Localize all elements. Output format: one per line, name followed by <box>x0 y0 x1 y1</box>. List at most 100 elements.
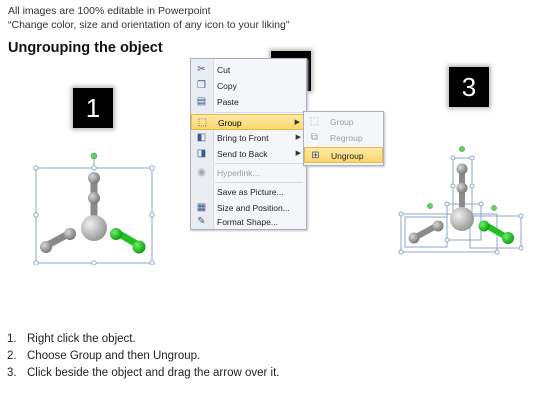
step-text: Click beside the object and drag the arr… <box>27 367 280 379</box>
group-icon: ⬚ <box>197 117 208 128</box>
molecule-grouped[interactable] <box>30 150 160 265</box>
copy-icon: ❐ <box>197 80 206 91</box>
scissors-icon: ✂ <box>197 64 206 75</box>
send-to-back-icon: ◨ <box>196 148 207 159</box>
submenu-item-label: Ungroup <box>331 151 364 161</box>
atom-left-mid <box>64 228 76 240</box>
menu-item-send-to-back[interactable]: ◨ Send to Back ▶ <box>191 146 306 162</box>
bring-to-front-icon: ◧ <box>196 132 207 143</box>
hyperlink-icon: ◉ <box>197 167 206 178</box>
atom-center <box>81 215 107 241</box>
atom-green <box>132 240 146 254</box>
context-menu: ✂ Cut ❐ Copy ▤ Paste ⬚ Group ▶ ◧ Bring t… <box>190 58 307 230</box>
rotation-handle[interactable] <box>459 146 465 152</box>
submenu-item-ungroup[interactable]: ⊞ Ungroup <box>304 147 383 163</box>
step-text: Choose Group and then Ungroup. <box>27 350 201 362</box>
menu-item-format-shape[interactable]: ✎ Format Shape... <box>191 214 306 230</box>
resize-handle[interactable] <box>149 260 155 265</box>
ungroup-icon: ⊞ <box>311 150 320 161</box>
menu-item-label: Hyperlink... <box>217 168 260 178</box>
size-position-icon: ▦ <box>196 202 207 213</box>
submenu-item-regroup: ⧉ Regroup <box>304 130 383 146</box>
submenu-item-label: Regroup <box>330 133 363 143</box>
submenu-item-label: Group <box>330 117 354 127</box>
menu-item-label: Cut <box>217 65 231 75</box>
submenu-arrow-icon: ▶ <box>295 134 301 141</box>
header-line-1: All images are 100% editable in Powerpoi… <box>8 5 211 17</box>
step-1: 1.Right click the object. <box>7 331 280 348</box>
resize-handle[interactable] <box>469 183 475 189</box>
submenu-arrow-icon: ▶ <box>294 119 300 126</box>
instruction-steps: 1.Right click the object. 2. Choose Group… <box>7 331 280 382</box>
atom-green-mid <box>478 220 490 232</box>
resize-handle[interactable] <box>91 165 97 171</box>
resize-handle[interactable] <box>149 165 155 171</box>
menu-item-group[interactable]: ⬚ Group ▶ <box>191 114 306 130</box>
menu-item-paste[interactable]: ▤ Paste <box>191 94 306 110</box>
resize-handle[interactable] <box>494 249 500 255</box>
group-submenu: ⬚ Group ⧉ Regroup ⊞ Ungroup <box>303 111 384 166</box>
step-2: 2. Choose Group and then Ungroup. <box>7 348 280 365</box>
resize-handle[interactable] <box>33 212 39 218</box>
context-menu-icon-gutter <box>191 59 214 229</box>
molecule-ungrouped[interactable] <box>398 146 526 258</box>
step-number: 3. <box>7 367 17 379</box>
step-badge-1: 1 <box>73 88 113 128</box>
submenu-item-group: ⬚ Group <box>304 114 383 130</box>
resize-handle[interactable] <box>469 155 475 161</box>
rotation-handle[interactable] <box>90 152 98 160</box>
menu-item-copy[interactable]: ❐ Copy <box>191 78 306 94</box>
menu-item-hyperlink: ◉ Hyperlink... <box>191 165 306 181</box>
resize-handle[interactable] <box>518 213 524 219</box>
regroup-icon: ⧉ <box>310 132 319 143</box>
atom-center <box>450 207 474 231</box>
menu-item-label: Size and Position... <box>217 203 290 213</box>
resize-handle[interactable] <box>398 211 404 217</box>
resize-handle[interactable] <box>518 245 524 251</box>
atom-left <box>40 241 52 253</box>
atom-left-mid <box>432 220 444 232</box>
menu-item-label: Paste <box>217 97 239 107</box>
atom-top-mid <box>456 182 468 194</box>
menu-item-label: Copy <box>217 81 237 91</box>
atom-green <box>502 232 514 244</box>
step-number: 1. <box>7 333 17 345</box>
step-3: 3. Click beside the object and drag the a… <box>7 365 280 382</box>
selection-box-green-bond <box>469 215 522 249</box>
resize-handle[interactable] <box>478 201 484 207</box>
menu-item-label: Bring to Front <box>217 133 269 143</box>
resize-handle[interactable] <box>33 165 39 171</box>
menu-item-label: Send to Back <box>217 149 268 159</box>
rotation-handle[interactable] <box>427 203 433 209</box>
menu-item-label: Format Shape... <box>217 217 278 227</box>
resize-handle[interactable] <box>444 201 450 207</box>
atom-top <box>88 172 100 184</box>
resize-handle[interactable] <box>450 183 456 189</box>
menu-item-size-and-position[interactable]: ▦ Size and Position... <box>191 200 306 216</box>
resize-handle[interactable] <box>450 155 456 161</box>
menu-separator <box>215 112 303 113</box>
menu-item-bring-to-front[interactable]: ◧ Bring to Front ▶ <box>191 130 306 146</box>
atom-top-mid <box>88 192 100 204</box>
menu-separator <box>215 163 303 164</box>
rotation-handle[interactable] <box>491 205 497 211</box>
submenu-arrow-icon: ▶ <box>295 150 301 157</box>
resize-handle[interactable] <box>398 249 404 255</box>
atom-green-mid <box>110 228 122 240</box>
atom-top <box>456 163 468 175</box>
resize-handle[interactable] <box>91 260 97 265</box>
resize-handle[interactable] <box>33 260 39 265</box>
resize-handle[interactable] <box>149 212 155 218</box>
format-shape-icon: ✎ <box>197 216 206 227</box>
resize-handle[interactable] <box>444 237 450 243</box>
atom-left <box>408 232 420 244</box>
step-badge-3: 3 <box>449 67 489 107</box>
group-icon: ⬚ <box>309 116 320 127</box>
menu-item-label: Save as Picture... <box>217 187 284 197</box>
menu-item-label: Group <box>218 118 242 128</box>
paste-icon: ▤ <box>196 96 207 107</box>
menu-item-cut[interactable]: ✂ Cut <box>191 62 306 78</box>
step-number: 2. <box>7 350 17 362</box>
menu-item-save-as-picture[interactable]: Save as Picture... <box>191 184 306 200</box>
menu-separator <box>215 182 303 183</box>
